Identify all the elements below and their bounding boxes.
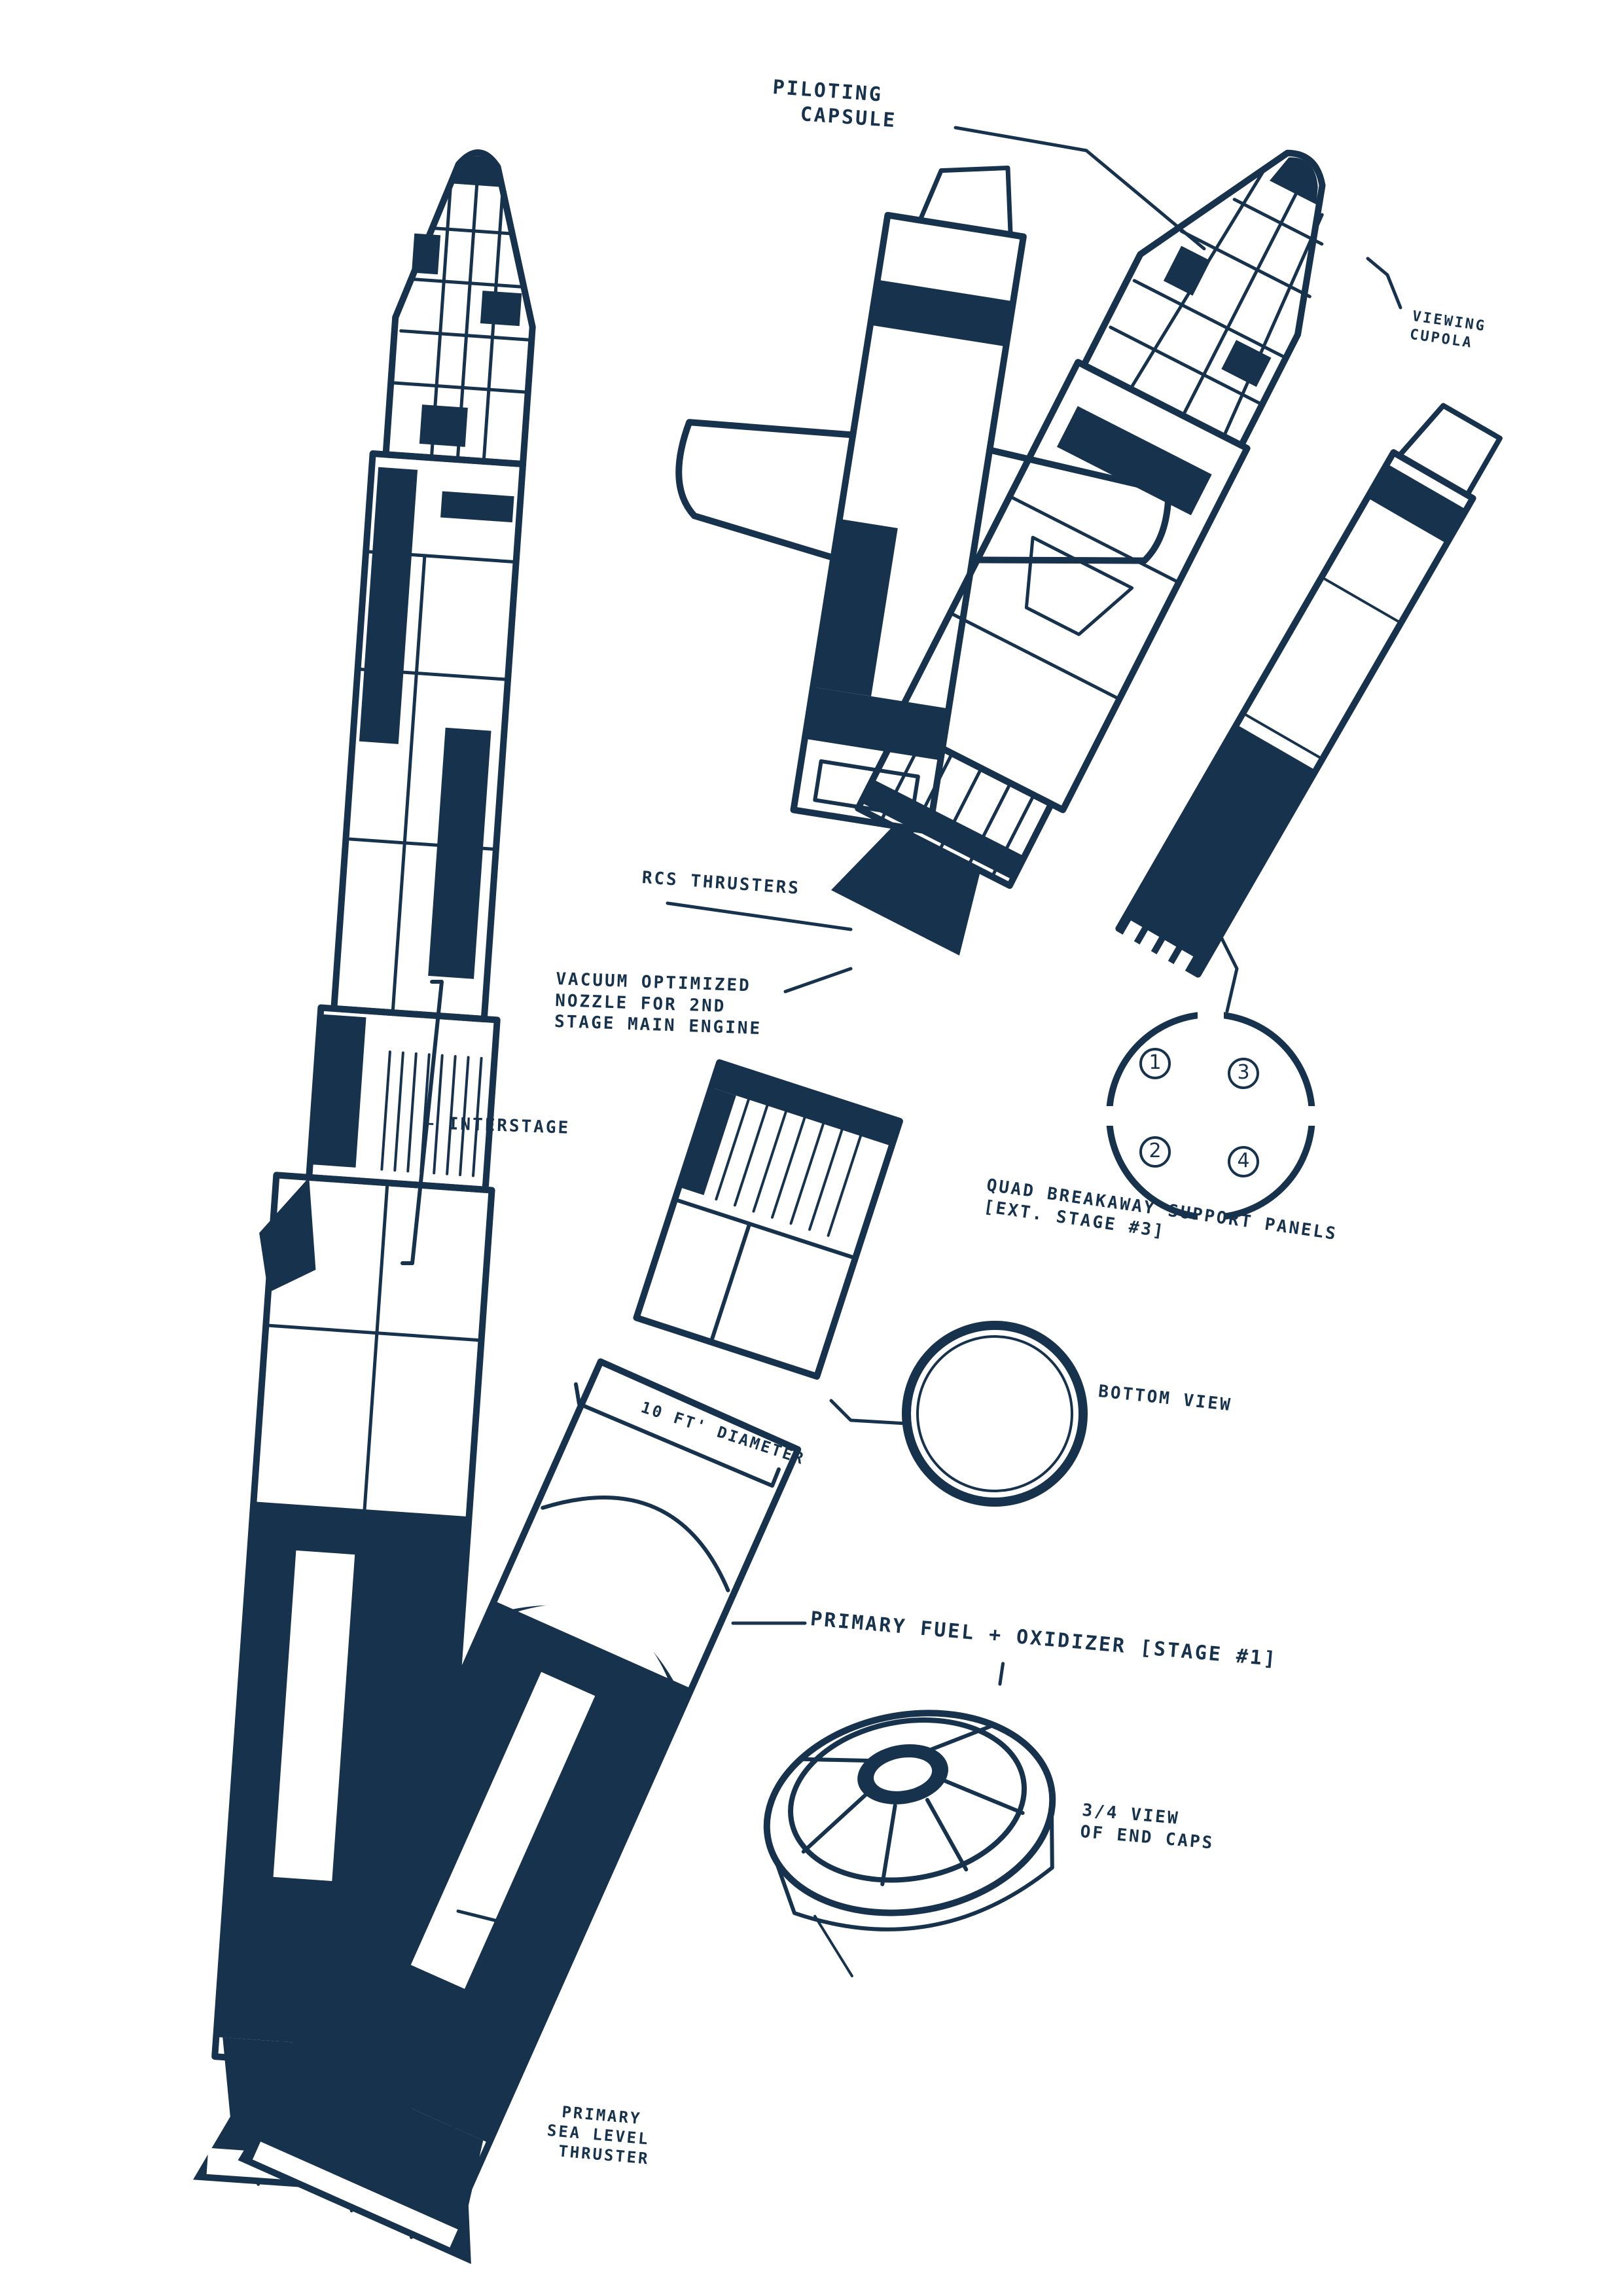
crew-module-section bbox=[675, 166, 1172, 835]
quad-panels-circle bbox=[1103, 921, 1319, 1224]
second-stage-with-capsule bbox=[830, 149, 1326, 956]
capsule-nose bbox=[1080, 149, 1326, 449]
label-piloting-capsule: Piloting Capsule bbox=[770, 75, 899, 133]
first-stage-cutaway bbox=[238, 1358, 802, 2265]
label-vacuum-nozzle: Vacuum Optimized Nozzle for 2nd Stage Ma… bbox=[554, 969, 764, 1040]
panel-number-2: 2 bbox=[1149, 1139, 1162, 1162]
panel-number-4: 4 bbox=[1237, 1149, 1250, 1172]
panel-number-1: 1 bbox=[1149, 1051, 1162, 1074]
interstage-block bbox=[633, 1059, 903, 1380]
vacuum-nozzle bbox=[830, 826, 981, 956]
interstage-bracket bbox=[401, 980, 444, 1265]
panel-number-3: 3 bbox=[1237, 1061, 1250, 1084]
breakaway-panel-module bbox=[1115, 403, 1503, 980]
leader-lines bbox=[456, 126, 1402, 1933]
bottom-view-ring bbox=[829, 1321, 1088, 1507]
end-caps-view bbox=[763, 1662, 1056, 1978]
label-sea-level-thruster: Primary Sea Level Thruster bbox=[544, 2101, 654, 2169]
diameter-bracket bbox=[574, 1382, 781, 1488]
